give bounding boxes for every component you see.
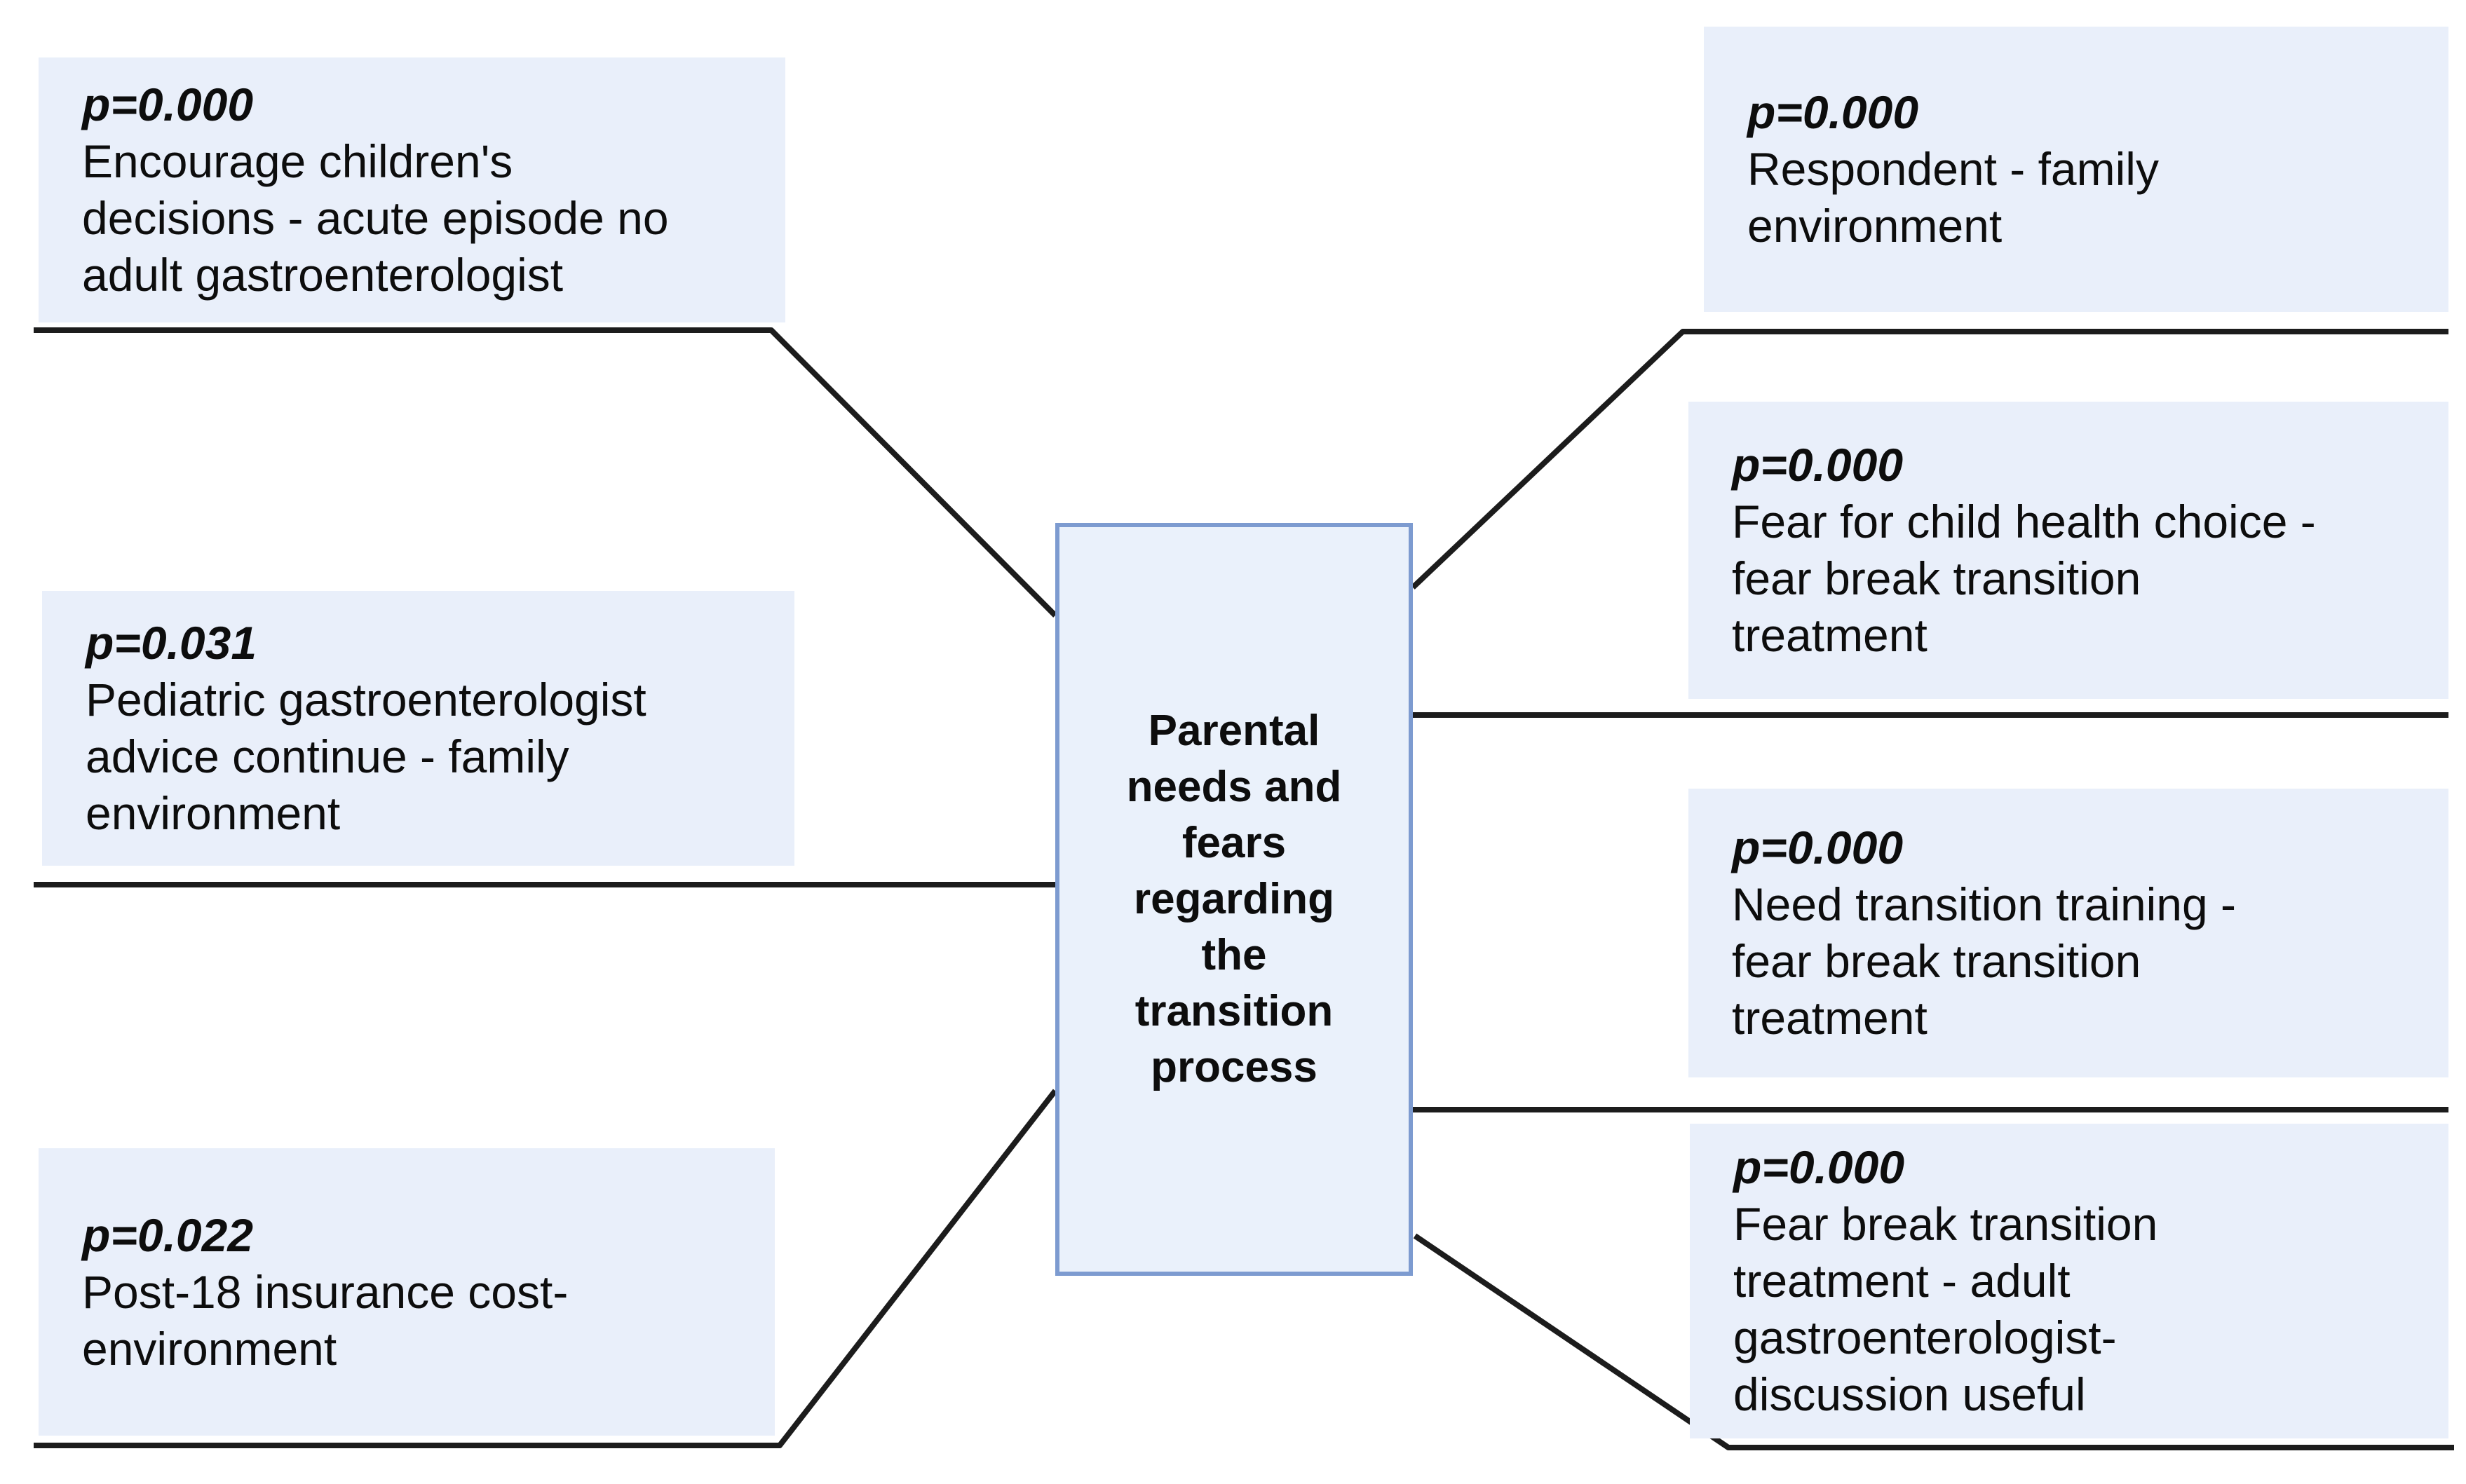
central-concept-label: Parental needs and fears regarding the t… bbox=[1126, 707, 1342, 1091]
factor-box-fear-break-treatment: p=0.000 Fear break transition treatment … bbox=[1690, 1124, 2448, 1438]
factor-label: Pediatric gastroenterologist advice cont… bbox=[86, 674, 646, 839]
factor-label: Respondent - family environment bbox=[1747, 143, 2159, 252]
factor-box-insurance-cost: p=0.022 Post-18 insurance cost- environm… bbox=[39, 1148, 775, 1436]
factor-box-pediatric-advice: p=0.031 Pediatric gastroenterologist adv… bbox=[42, 591, 794, 866]
connector-left3-center bbox=[34, 1089, 1058, 1448]
connector-center-right4 bbox=[1413, 1233, 2454, 1450]
p-value: p=0.000 bbox=[1733, 1141, 1905, 1193]
factor-box-respondent-family: p=0.000 Respondent - family environment bbox=[1704, 27, 2448, 312]
factor-box-encourage-decisions: p=0.000 Encourage children's decisions -… bbox=[39, 57, 785, 322]
factor-label: Need transition training - fear break tr… bbox=[1732, 878, 2237, 1044]
factor-label: Fear break transition treatment - adult … bbox=[1733, 1198, 2158, 1420]
factor-label: Post-18 insurance cost- environment bbox=[82, 1265, 569, 1375]
factor-box-need-training: p=0.000 Need transition training - fear … bbox=[1688, 789, 2448, 1077]
p-value: p=0.031 bbox=[86, 617, 257, 669]
p-value: p=0.000 bbox=[1732, 822, 1904, 873]
central-concept-box: Parental needs and fears regarding the t… bbox=[1055, 523, 1413, 1276]
connector-left1-center bbox=[34, 327, 1057, 618]
factor-label: Encourage children's decisions - acute e… bbox=[82, 135, 669, 301]
p-value: p=0.000 bbox=[82, 79, 254, 130]
factor-box-fear-child-health: p=0.000 Fear for child health choice - f… bbox=[1688, 402, 2448, 699]
p-value: p=0.000 bbox=[1747, 86, 1919, 138]
factor-label: Fear for child health choice - fear brea… bbox=[1732, 496, 2316, 661]
p-value: p=0.022 bbox=[82, 1209, 254, 1261]
connector-center-right1 bbox=[1411, 329, 2448, 590]
p-value: p=0.000 bbox=[1732, 439, 1904, 491]
